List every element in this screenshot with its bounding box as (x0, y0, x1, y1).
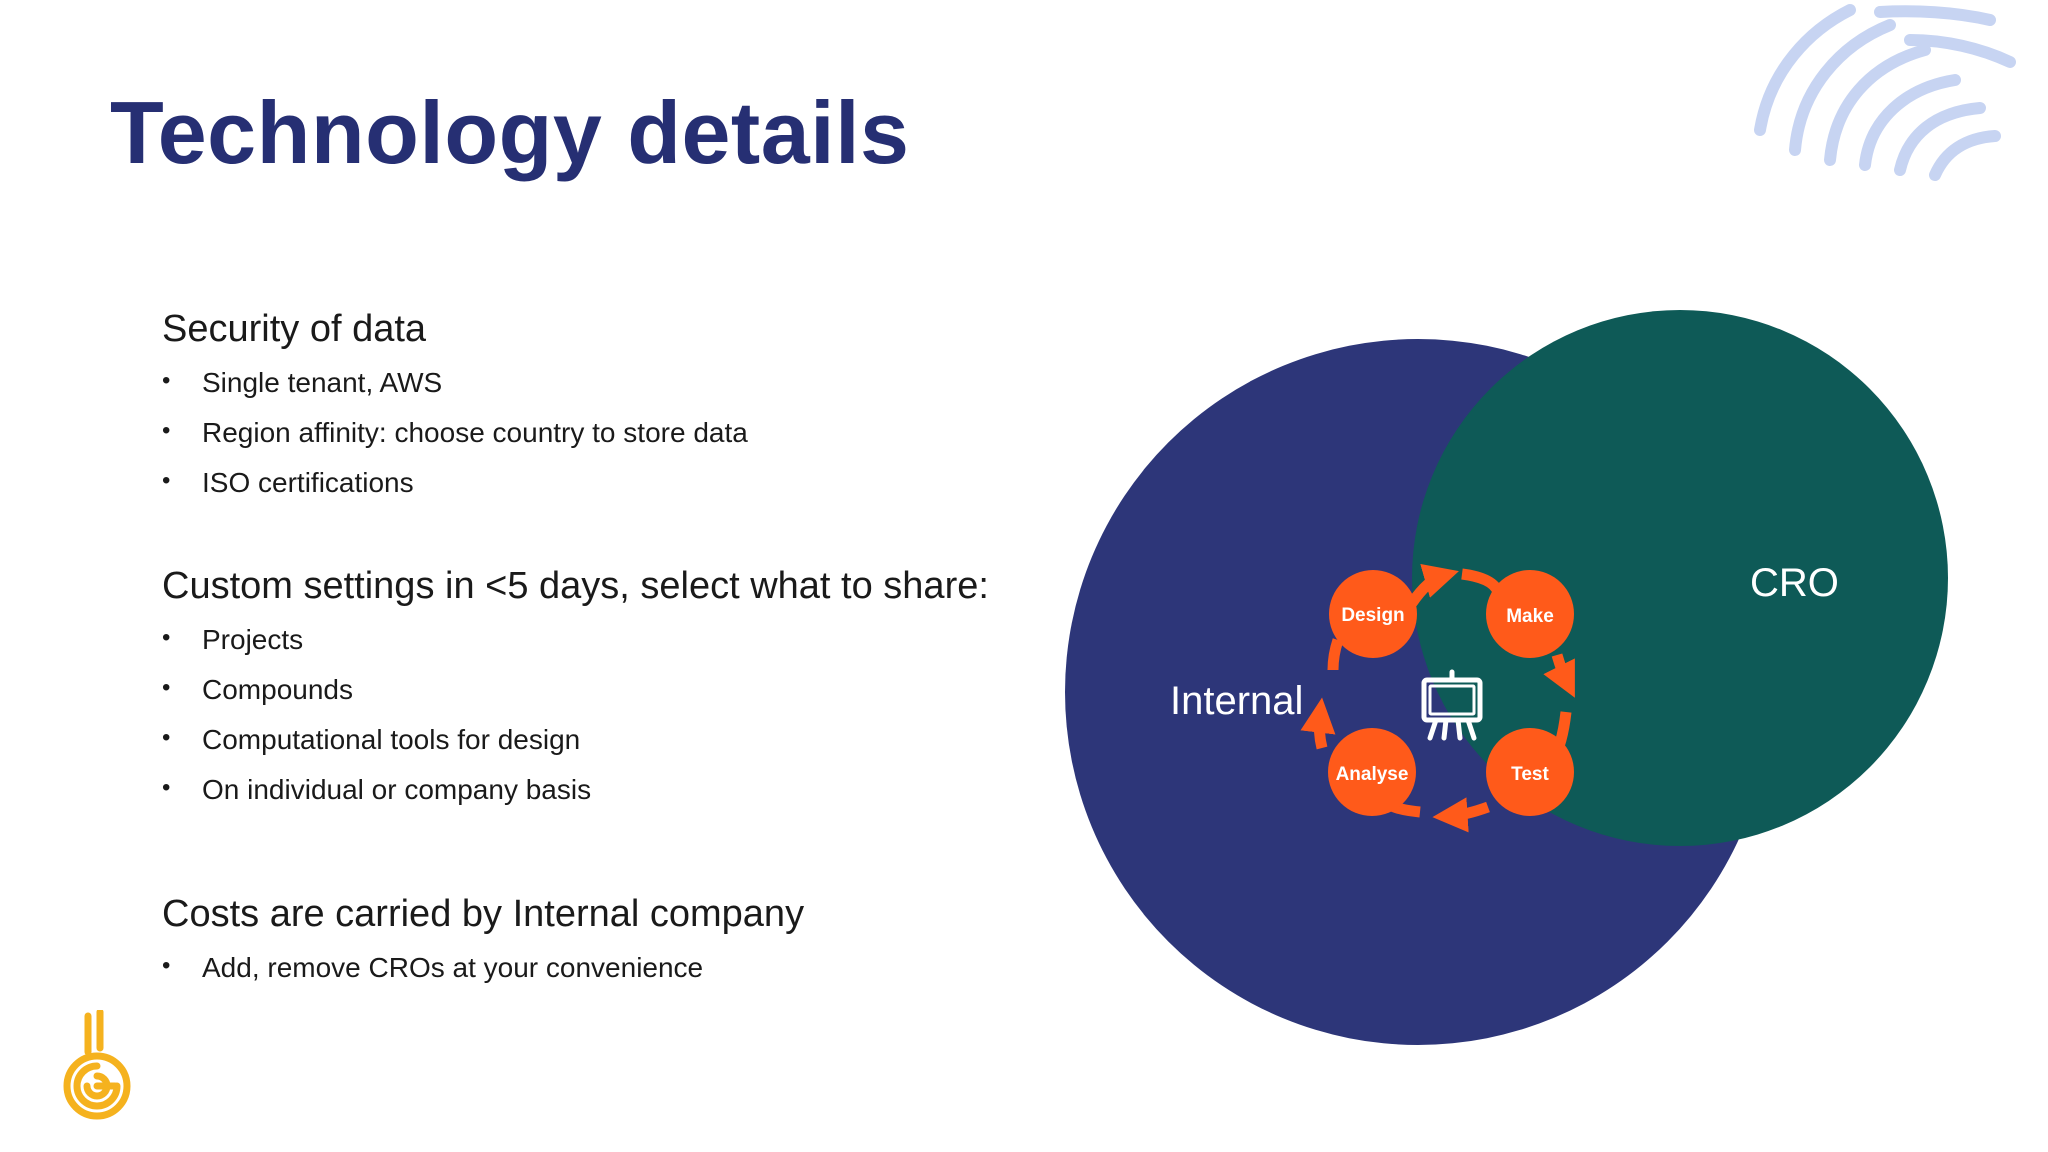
cro-label: CRO (1750, 561, 1839, 605)
cycle-node-make: Make (1486, 570, 1574, 658)
arrow-analyse-to-design-2 (1300, 697, 1336, 750)
bullet-list: Projects Compounds Computational tools f… (162, 624, 1042, 806)
list-item: Compounds (162, 674, 1042, 706)
cycle-node-analyse: Analyse (1328, 728, 1416, 816)
flask-maze-logo-icon (63, 1010, 131, 1120)
cycle-node-label: Test (1511, 764, 1549, 785)
list-item: Add, remove CROs at your convenience (162, 952, 1042, 984)
cycle-node-label: Make (1506, 606, 1554, 627)
presentation-board-icon (1421, 669, 1483, 741)
list-item: Region affinity: choose country to store… (162, 417, 1042, 449)
section-heading: Security of data (162, 308, 427, 350)
bullet-list: Single tenant, AWS Region affinity: choo… (162, 367, 1042, 499)
list-item: On individual or company basis (162, 774, 1042, 806)
venn-diagram: Internal CRO Design Make Test Analyse (1065, 310, 1948, 1045)
cycle-node-design: Design (1329, 570, 1417, 658)
section-custom-settings: Custom settings in <5 days, select what … (162, 565, 1042, 806)
list-item: Projects (162, 624, 1042, 656)
cycle-node-label: Analyse (1336, 764, 1409, 785)
arrow-design-to-make (1407, 563, 1459, 607)
list-item: Computational tools for design (162, 724, 1042, 756)
section-heading: Costs are carried by Internal company (162, 893, 805, 935)
list-item: Single tenant, AWS (162, 367, 1042, 399)
arrow-analyse-to-design-3 (1327, 638, 1344, 671)
bullet-list: Add, remove CROs at your convenience (162, 952, 1042, 984)
internal-label: Internal (1170, 679, 1303, 723)
cycle-node-test: Test (1486, 728, 1574, 816)
fingerprint-arcs-icon (1754, 4, 2016, 181)
section-security: Security of data Single tenant, AWS Regi… (162, 308, 1042, 499)
arrow-test-to-analyse-2 (1432, 797, 1490, 833)
cro-circle (1412, 310, 1948, 846)
slide-title: Technology details (110, 83, 910, 182)
section-heading: Custom settings in <5 days, select what … (162, 565, 989, 607)
list-item: ISO certifications (162, 467, 1042, 499)
section-costs: Costs are carried by Internal company Ad… (162, 893, 1042, 984)
arrow-make-to-test-2 (1543, 653, 1575, 698)
cycle-node-label: Design (1341, 605, 1404, 626)
